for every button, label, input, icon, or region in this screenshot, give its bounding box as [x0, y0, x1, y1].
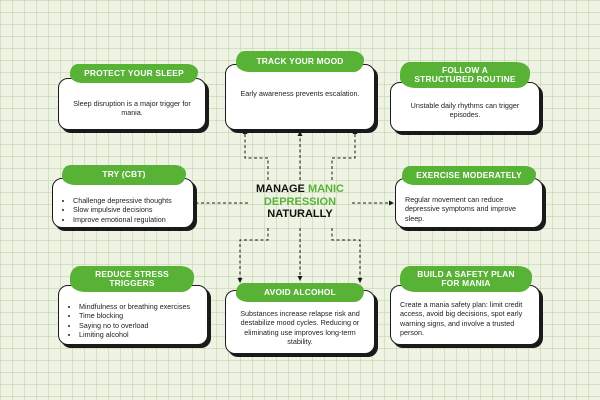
list-item: Slow impulsive decisions — [73, 205, 184, 214]
card-safety: Create a mania safety plan: limit credit… — [390, 285, 540, 345]
tag-alcohol: AVOID ALCOHOL — [236, 283, 364, 302]
card-track-mood: Early awareness prevents escalation. — [225, 64, 375, 130]
card-routine: Unstable daily rhythms can trigger episo… — [390, 82, 540, 132]
card-stress: Mindfulness or breathing exercises Time … — [58, 285, 208, 345]
card-stress-list: Mindfulness or breathing exercises Time … — [68, 302, 198, 339]
list-item: Time blocking — [79, 311, 198, 320]
center-title-naturally: NATURALLY — [267, 208, 333, 221]
connector-protect-sleep — [242, 129, 269, 180]
center-title-depression: DEPRESSION — [263, 195, 337, 208]
tag-cbt: TRY (CBT) — [62, 165, 186, 185]
card-track-mood-text: Early awareness prevents escalation. — [240, 89, 360, 98]
list-item: Limiting alcohol — [79, 330, 198, 339]
center-title: MANAGE MANIC DEPRESSION NATURALLY — [240, 183, 360, 221]
center-title-manage: MANAGE — [255, 183, 305, 195]
card-protect-sleep: Sleep disruption is a major trigger for … — [58, 78, 206, 130]
card-alcohol-text: Substances increase relapse risk and des… — [240, 309, 360, 347]
tag-stress: REDUCE STRESS TRIGGERS — [70, 266, 194, 292]
tag-protect-sleep: PROTECT YOUR SLEEP — [70, 64, 198, 83]
tag-track-mood: TRACK YOUR MOOD — [236, 51, 364, 72]
card-protect-sleep-text: Sleep disruption is a major trigger for … — [73, 99, 191, 118]
tag-exercise: EXERCISE MODERATELY — [402, 166, 536, 185]
list-item: Mindfulness or breathing exercises — [79, 302, 198, 311]
center-title-manic: MANIC — [307, 183, 344, 195]
list-item: Improve emotional regulation — [73, 215, 184, 224]
connector-routine — [331, 129, 358, 180]
connector-stress — [237, 228, 269, 283]
card-cbt: Challenge depressive thoughts Slow impul… — [52, 178, 194, 228]
card-routine-text: Unstable daily rhythms can trigger episo… — [410, 101, 520, 120]
tag-routine: FOLLOW A STRUCTURED ROUTINE — [400, 62, 530, 88]
connector-safety — [331, 228, 363, 283]
list-item: Saying no to overload — [79, 321, 198, 330]
tag-safety: BUILD A SAFETY PLAN FOR MANIA — [400, 266, 532, 292]
list-item: Challenge depressive thoughts — [73, 196, 184, 205]
card-exercise-text: Regular movement can reduce depressive s… — [405, 195, 517, 223]
card-exercise: Regular movement can reduce depressive s… — [395, 178, 543, 228]
card-cbt-list: Challenge depressive thoughts Slow impul… — [62, 196, 184, 224]
card-safety-text: Create a mania safety plan: limit credit… — [400, 300, 523, 338]
